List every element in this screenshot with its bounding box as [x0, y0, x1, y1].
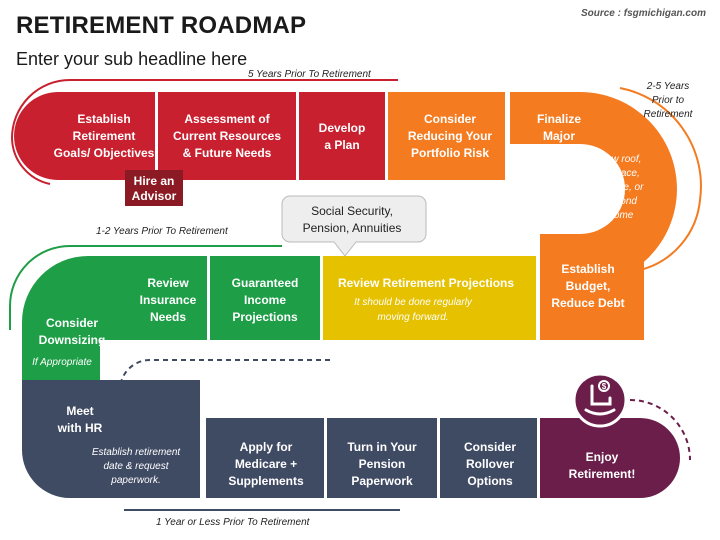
- timeline-arc-orange: [619, 87, 702, 271]
- step-establish-budget: [540, 256, 644, 340]
- callout-line-2: Pension, Annuities: [303, 221, 402, 235]
- label-review-insurance-3: Needs: [150, 310, 186, 324]
- label-consider-rollover-3: Options: [467, 474, 513, 488]
- label-consider-risk-1: Consider: [424, 112, 476, 126]
- note-meet-hr-2: date & request: [103, 461, 169, 472]
- note-finalize-3: Vehicle, or: [597, 182, 645, 193]
- label-turn-in-pension-1: Turn in Your: [347, 440, 417, 454]
- label-assessment-1: Assessment of: [184, 112, 270, 126]
- source-note: Source : fsgmichigan.com: [580, 8, 706, 19]
- label-consider-risk-2: Reducing Your: [408, 129, 493, 143]
- label-review-insurance-1: Review: [147, 276, 189, 290]
- label-enjoy-1: Enjoy: [586, 450, 619, 464]
- note-finalize-4: Second: [603, 196, 637, 207]
- timing-one-year: 1 Year or Less Prior To Retirement: [156, 517, 311, 528]
- step-assessment: [158, 92, 296, 180]
- road-dash-slate: [119, 359, 330, 391]
- step-establish-goals: [14, 92, 156, 180]
- timing-one-two-years: 1-2 Years Prior To Retirement: [96, 226, 229, 237]
- curve-band-green: [22, 256, 118, 380]
- enjoy-retirement-block: [540, 418, 680, 498]
- step-apply-medicare: [206, 418, 324, 498]
- label-consider-risk-3: Portfolio Risk: [411, 146, 489, 160]
- note-meet-hr-1: Establish retirement: [92, 447, 182, 458]
- page-subtitle: Enter your sub headline here: [16, 49, 248, 69]
- label-consider-downsizing-1: Consider: [46, 316, 98, 330]
- timeline-arc-red: [10, 79, 398, 185]
- label-review-insurance-2: Insurance: [140, 293, 197, 307]
- step-hire-advisor: [125, 170, 183, 206]
- label-enjoy-2: Retirement!: [569, 467, 636, 481]
- label-apply-medicare-2: Medicare +: [235, 457, 297, 471]
- label-hire-advisor-2: Advisor: [132, 189, 177, 203]
- label-finalize-1: Finalize: [537, 112, 581, 126]
- label-turn-in-pension-3: Paperwork: [351, 474, 413, 488]
- label-consider-rollover-1: Consider: [464, 440, 516, 454]
- label-review-projections: Review Retirement Projections: [338, 276, 514, 290]
- label-apply-medicare-3: Supplements: [228, 474, 304, 488]
- svg-text:$: $: [602, 382, 607, 391]
- callout-bubble: [281, 195, 427, 257]
- step-consider-risk: [388, 92, 505, 180]
- step-review-insurance: [95, 256, 207, 340]
- label-hire-advisor-1: Hire an: [134, 174, 175, 188]
- note-meet-hr-3: paperwork.: [110, 475, 160, 486]
- step-consider-rollover: [440, 418, 537, 498]
- note-downsizing: If Appropriate: [32, 357, 92, 368]
- step-develop-plan: [299, 92, 385, 180]
- note-review-projections-2: moving forward.: [377, 312, 448, 323]
- timeline-arc-green: [9, 245, 282, 330]
- note-finalize-1: New roof,: [599, 154, 642, 165]
- label-finalize-2: Major: [543, 129, 575, 143]
- label-establish-goals-1: Establish: [77, 112, 130, 126]
- timing-two-five-years-2: Prior to: [652, 95, 685, 106]
- note-finalize-5: Home: [607, 210, 634, 221]
- timing-two-five-years-3: Retirement: [644, 109, 694, 120]
- label-guaranteed-income-3: Projections: [232, 310, 298, 324]
- label-assessment-2: Current Resources: [173, 129, 281, 143]
- note-review-projections-1: It should be done regularly: [354, 297, 473, 308]
- timing-two-five-years-1: 2-5 Years: [646, 81, 690, 92]
- label-finalize-3: Purchases: [529, 146, 590, 160]
- label-establish-budget-3: Reduce Debt: [551, 296, 624, 310]
- label-guaranteed-income-2: Income: [244, 293, 286, 307]
- step-meet-hr: [22, 380, 200, 498]
- label-consider-downsizing-2: Downsizing: [39, 333, 106, 347]
- label-establish-goals-3: Goals/ Objectives: [54, 146, 155, 160]
- label-develop-plan-2: a Plan: [324, 138, 359, 152]
- callout-line-1: Social Security,: [311, 204, 393, 218]
- note-finalize-2: Furnace,: [600, 168, 639, 179]
- timing-five-years: 5 Years Prior To Retirement: [248, 69, 372, 80]
- label-establish-goals-2: Retirement: [73, 129, 136, 143]
- label-establish-budget-2: Budget,: [566, 279, 611, 293]
- step-guaranteed-income: [210, 256, 320, 340]
- timeline-arc-purple: [629, 399, 691, 461]
- label-meet-hr-1: Meet: [66, 404, 93, 418]
- label-consider-rollover-2: Rollover: [466, 457, 514, 471]
- label-meet-hr-2: with HR: [57, 421, 103, 435]
- page-title: RETIREMENT ROADMAP: [16, 12, 307, 39]
- step-review-projections: [323, 256, 536, 340]
- curve-band-orange: [510, 92, 677, 286]
- rocking-chair-icon: $: [572, 372, 628, 428]
- label-guaranteed-income-1: Guaranteed: [232, 276, 299, 290]
- label-establish-budget-1: Establish: [561, 262, 614, 276]
- label-apply-medicare-1: Apply for: [240, 440, 293, 454]
- label-develop-plan-1: Develop: [319, 121, 366, 135]
- road-dash-orange: [515, 197, 581, 219]
- step-turn-in-pension: [327, 418, 437, 498]
- label-assessment-3: & Future Needs: [183, 146, 272, 160]
- label-turn-in-pension-2: Pension: [359, 457, 406, 471]
